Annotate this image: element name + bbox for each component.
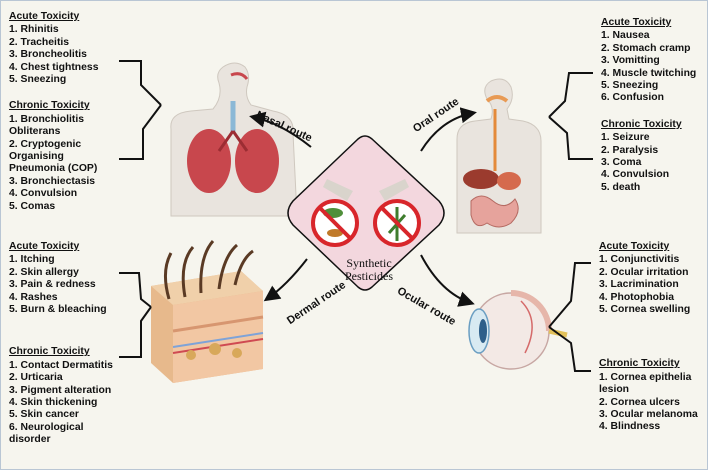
list-item: 5. Sneezing xyxy=(601,80,659,92)
list-item: 5. Burn & bleaching xyxy=(9,304,107,316)
list-item: 1. Conjunctivitis xyxy=(599,254,680,266)
list-item: 5. Sneezing xyxy=(9,74,67,86)
list-item: 4. Convulsion xyxy=(9,188,78,200)
list-item: 1. Seizure xyxy=(601,132,650,144)
ocular-acute-title: Acute Toxicity xyxy=(599,241,670,252)
list-item: 2. Tracheitis xyxy=(9,36,70,48)
ocular-connectors xyxy=(420,254,591,372)
dermal-acute-title: Acute Toxicity xyxy=(9,241,80,252)
list-item: 5. Skin cancer xyxy=(9,409,79,421)
nasal-acute-title: Acute Toxicity xyxy=(9,11,80,22)
dermal-connectors xyxy=(119,258,308,358)
list-item: 1. Bronchiolitis xyxy=(9,113,85,125)
list-item: 2. Stomach cramp xyxy=(601,42,691,54)
list-item: 4. Chest tightness xyxy=(9,61,99,73)
left-lung xyxy=(187,129,231,193)
list-item: 1. Contact Dermatitis xyxy=(9,359,113,371)
list-item: 4. Skin thickening xyxy=(9,397,98,409)
list-item: 5. death xyxy=(601,181,641,193)
nasal-connectors xyxy=(119,60,312,160)
center-label-line1: Synthetic xyxy=(346,256,392,270)
oral-connectors xyxy=(420,72,593,160)
list-item: 2. Cornea ulcers xyxy=(599,396,680,408)
intestines xyxy=(470,195,519,228)
nasal-chronic-title: Chronic Toxicity xyxy=(9,100,90,112)
list-item: 5. Cornea swelling xyxy=(599,304,691,316)
list-item: 5. Comas xyxy=(9,200,56,212)
list-item: 4. Rashes xyxy=(9,291,58,303)
list-item: 3. Broncheolitis xyxy=(9,49,87,61)
list-item: 3. Vomitting xyxy=(601,55,660,67)
list-item: 4. Blindness xyxy=(599,421,661,433)
right-lung xyxy=(235,129,279,193)
skin-illustration xyxy=(151,240,264,383)
list-item: 2. Urticaria xyxy=(9,372,63,384)
center-label-line2: Pesticides xyxy=(345,269,393,283)
stomach xyxy=(497,172,521,190)
list-item: lesion xyxy=(599,384,630,396)
dermal-chronic-title: Chronic Toxicity xyxy=(9,346,90,358)
list-item: Organising xyxy=(9,151,64,163)
list-item: 1. Itching xyxy=(9,254,55,266)
list-item: disorder xyxy=(9,434,51,446)
list-item: 3. Coma xyxy=(601,157,642,169)
ocular-toxicity-panel: Acute Toxicity 1. Conjunctivitis 2. Ocul… xyxy=(599,241,705,434)
upper-body-illustration xyxy=(170,62,298,217)
center-label: Synthetic Pesticides xyxy=(319,257,419,283)
list-item: 6. Confusion xyxy=(601,92,664,104)
oral-toxicity-panel: Acute Toxicity 1. Nausea 2. Stomach cram… xyxy=(601,17,705,194)
list-item: 4. Convulsion xyxy=(601,169,670,181)
list-item: 2. Skin allergy xyxy=(9,266,79,278)
nasal-toxicity-panel: Acute Toxicity 1. Rhinitis 2. Tracheitis… xyxy=(9,11,141,213)
list-item: 3. Pigment alteration xyxy=(9,384,112,396)
list-item: 1. Rhinitis xyxy=(9,24,59,36)
list-item: 3. Lacrimination xyxy=(599,279,679,291)
list-item: 2. Ocular irritation xyxy=(599,266,689,278)
dermal-toxicity-panel: Acute Toxicity 1. Itching 2. Skin allerg… xyxy=(9,241,141,447)
eye-illustration xyxy=(468,290,568,370)
list-item: Obliterans xyxy=(9,126,61,138)
list-item: 4. Muscle twitching xyxy=(601,67,697,79)
list-item: 1. Cornea epithelia xyxy=(599,371,692,383)
liver xyxy=(463,169,499,189)
list-item: 3. Bronchiectasis xyxy=(9,175,96,187)
list-item: Pneumonia (COP) xyxy=(9,163,98,175)
list-item: 2. Cryptogenic xyxy=(9,138,82,150)
list-item: 1. Nausea xyxy=(601,30,650,42)
list-item: 2. Paralysis xyxy=(601,144,659,156)
oral-acute-title: Acute Toxicity xyxy=(601,17,672,28)
list-item: 3. Pain & redness xyxy=(9,279,96,291)
ocular-chronic-title: Chronic Toxicity xyxy=(599,358,680,370)
list-item: 6. Neurological xyxy=(9,421,84,433)
list-item: 3. Ocular melanoma xyxy=(599,409,698,421)
center-diamond xyxy=(287,135,445,291)
sprayer-right-icon xyxy=(379,179,409,201)
list-item: 4. Photophobia xyxy=(599,291,675,303)
digestive-illustration xyxy=(456,78,542,234)
oral-chronic-title: Chronic Toxicity xyxy=(601,118,682,130)
sprayer-left-icon xyxy=(323,179,353,201)
